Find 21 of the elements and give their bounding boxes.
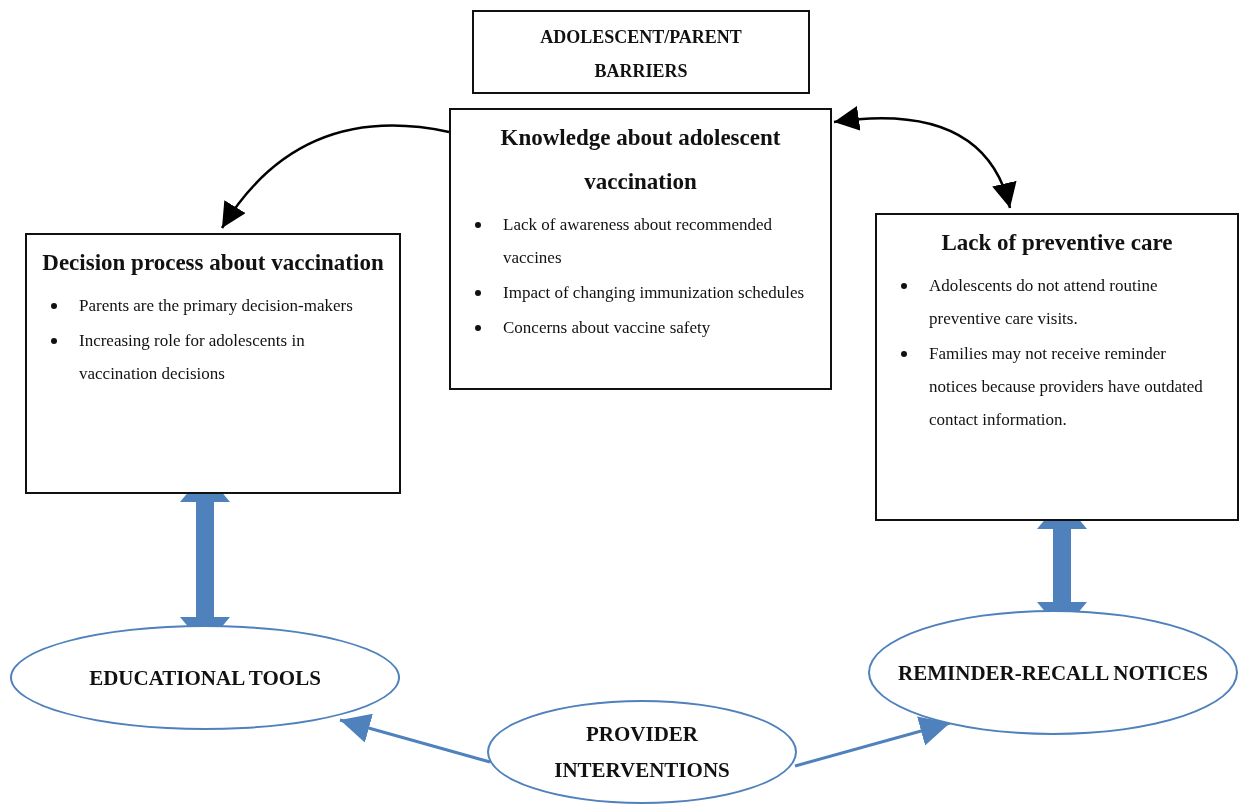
bullet-text: Concerns about vaccine safety: [503, 317, 711, 339]
bullet-text: Parents are the primary decision-makers: [79, 295, 353, 317]
intervention-label: PROVIDER INTERVENTIONS: [553, 721, 731, 784]
bullet-text: Impact of changing immunization schedules: [503, 282, 805, 304]
barrier-box: [25, 233, 401, 494]
bullet-text: Lack of awareness about recommended vaccines: [503, 214, 774, 269]
bullet-text: Adolescents do not attend routine preventive care visits.: [929, 275, 1159, 330]
barrier-box: [449, 108, 832, 390]
box-heading: Lack of preventive care: [940, 229, 1174, 257]
box-heading: Decision process about vaccination: [41, 249, 385, 277]
box-heading: Knowledge about adolescent vaccination: [499, 124, 782, 196]
bullet-text: Families may not receive reminder notices because providers have outdated contact information.: [929, 343, 1204, 431]
arrow: [220, 124, 450, 229]
barrier-box: [875, 213, 1239, 521]
arrow: [794, 716, 951, 768]
intervention-label: EDUCATIONAL TOOLS: [88, 664, 322, 692]
bullet-text: Increasing role for adolescents in vaccination decisions: [79, 330, 306, 385]
box-label: ADOLESCENT/PARENT BARRIERS: [539, 26, 743, 83]
title-box: [472, 10, 810, 94]
double-arrow: [833, 106, 1015, 209]
intervention-label: REMINDER-RECALL NOTICES: [897, 659, 1209, 687]
